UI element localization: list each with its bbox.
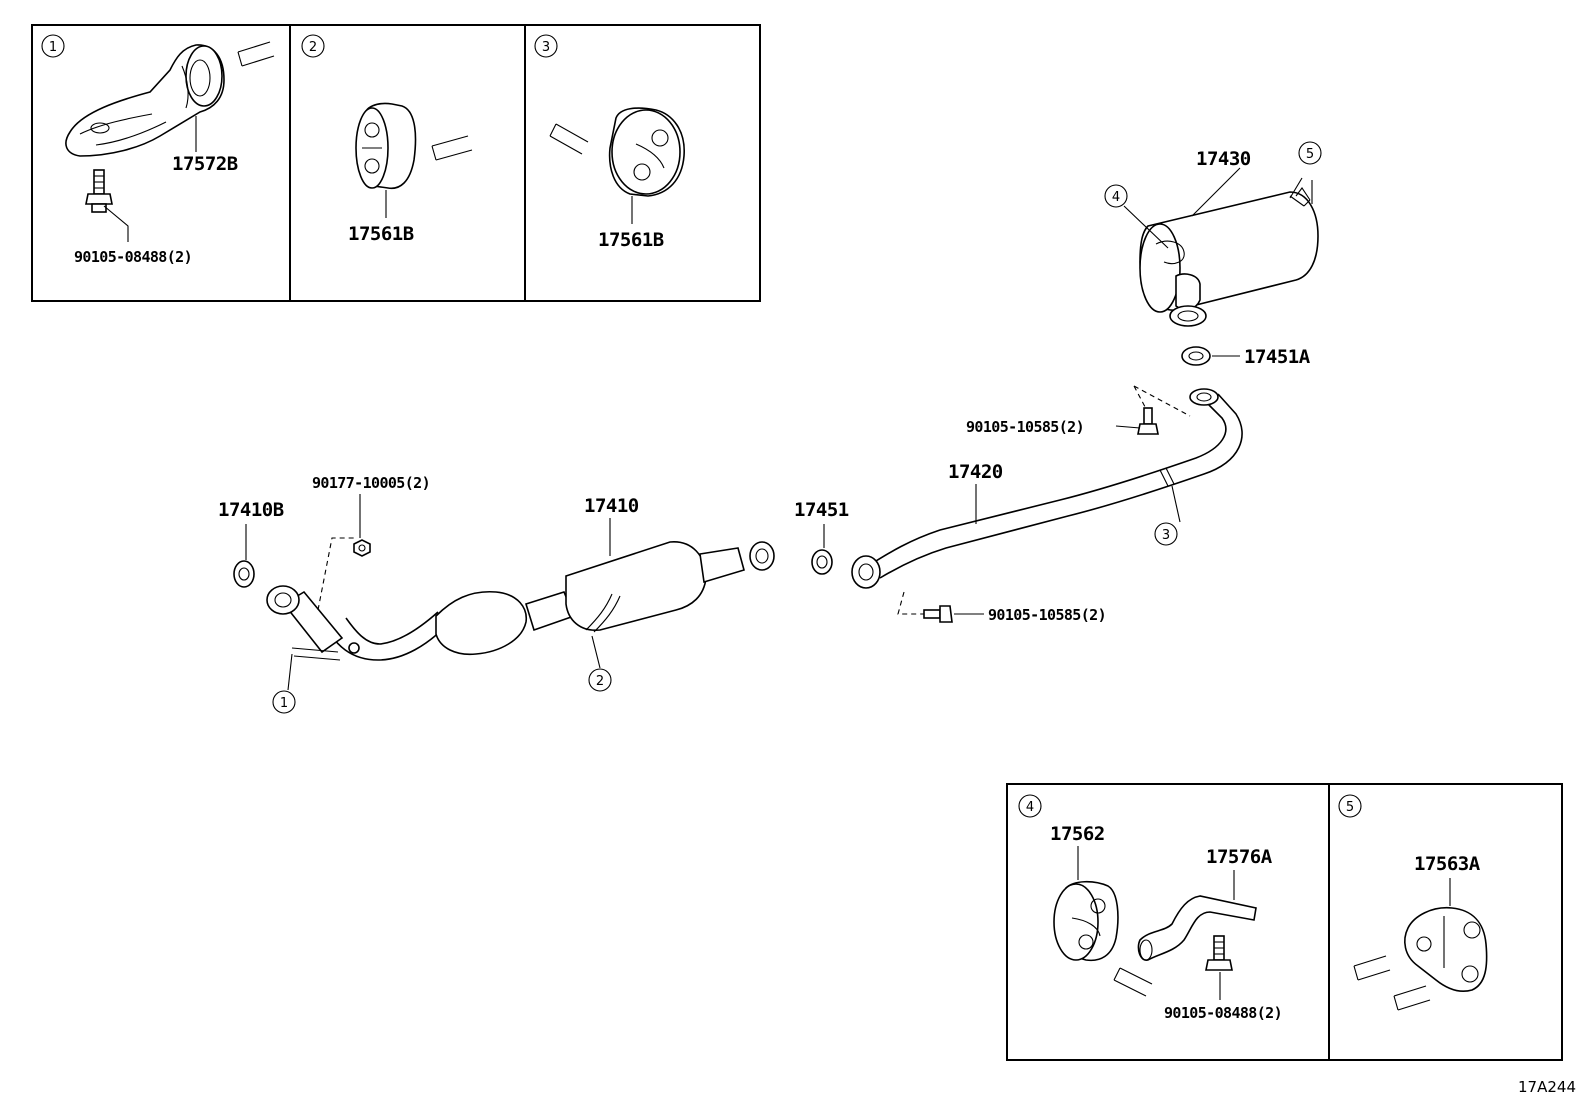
callout-circle-2-main bbox=[588, 668, 612, 692]
rod-stub bbox=[237, 41, 275, 67]
part-label-17420: 17420 bbox=[948, 461, 1003, 483]
callout-number: 1 bbox=[280, 696, 288, 711]
bolt-icon bbox=[1137, 407, 1159, 435]
bolt-icon bbox=[923, 605, 953, 623]
muffler-17430 bbox=[1123, 167, 1319, 327]
nut-label: 90177-10005(2) bbox=[312, 474, 430, 492]
callout-circle-4 bbox=[1104, 184, 1128, 208]
callout-circle-4-inset bbox=[1018, 794, 1042, 818]
rubber-hanger-icon bbox=[1053, 880, 1119, 962]
panel-5: 5 17563A bbox=[1338, 794, 1488, 1011]
callout-circle-3 bbox=[534, 34, 558, 58]
bolt-icon bbox=[1205, 935, 1233, 971]
panel-4: 4 17562 17576A 90105-08488(2) bbox=[1018, 794, 1283, 1022]
callout-circle-2 bbox=[301, 34, 325, 58]
bottom-inset-box bbox=[1006, 783, 1563, 1061]
part-label-17451a: 17451A bbox=[1244, 346, 1311, 368]
part-label-17561b: 17561B bbox=[348, 223, 414, 245]
part-label-17430: 17430 bbox=[1196, 148, 1251, 170]
part-label-17451: 17451 bbox=[794, 499, 849, 521]
part-label-17561b: 17561B bbox=[598, 229, 664, 251]
rubber-hanger-icon bbox=[608, 107, 685, 197]
gasket-17451 bbox=[811, 549, 833, 575]
rubber-hanger-icon bbox=[355, 102, 417, 190]
callout-number: 3 bbox=[1162, 528, 1170, 543]
callout-number: 3 bbox=[542, 40, 550, 55]
part-label-17562: 17562 bbox=[1050, 823, 1105, 845]
tail-pipe-17420 bbox=[851, 388, 1243, 589]
callout-circle-1 bbox=[41, 34, 65, 58]
gasket-17451a bbox=[1181, 346, 1211, 366]
callout-number: 2 bbox=[309, 40, 317, 55]
bolt-label-upper: 90105-10585(2) bbox=[966, 418, 1084, 436]
hanger-bracket-17572b bbox=[65, 44, 225, 157]
callout-circle-5 bbox=[1298, 141, 1322, 165]
part-label-17410b: 17410B bbox=[218, 499, 284, 521]
callout-circle-1-main bbox=[272, 690, 296, 714]
callout-number: 4 bbox=[1112, 190, 1120, 205]
callout-circle-3-main bbox=[1154, 522, 1178, 546]
bolt-label-lower: 90105-10585(2) bbox=[988, 606, 1106, 624]
callout-number: 4 bbox=[1026, 800, 1034, 815]
callout-number: 5 bbox=[1346, 800, 1354, 815]
bolt-icon bbox=[85, 169, 113, 213]
diagram-code: 17A244 bbox=[1518, 1078, 1576, 1096]
part-label-17572b: 17572B bbox=[172, 153, 238, 175]
part-label-17576a: 17576A bbox=[1206, 846, 1273, 868]
bolt-label: 90105-08488(2) bbox=[1164, 1004, 1282, 1022]
callout-circle-5-inset bbox=[1338, 794, 1362, 818]
top-inset-box bbox=[31, 24, 761, 302]
front-pipe-17410 bbox=[266, 541, 775, 661]
callout-number: 1 bbox=[49, 40, 57, 55]
callout-number: 5 bbox=[1306, 147, 1314, 162]
part-label-17563a: 17563A bbox=[1414, 853, 1481, 875]
panel-1: 1 17572B 90105-08488(2) bbox=[41, 34, 275, 266]
callout-number: 2 bbox=[596, 674, 604, 689]
panel-2: 2 17561B bbox=[301, 34, 473, 245]
part-label-17410: 17410 bbox=[584, 495, 639, 517]
bracket-icon bbox=[1137, 895, 1257, 961]
nut-icon bbox=[353, 539, 371, 557]
panel-3: 3 17561B bbox=[534, 34, 685, 251]
rubber-hanger-icon bbox=[1404, 906, 1488, 993]
bolt-label: 90105-08488(2) bbox=[74, 248, 192, 266]
gasket-17410b bbox=[233, 560, 255, 588]
